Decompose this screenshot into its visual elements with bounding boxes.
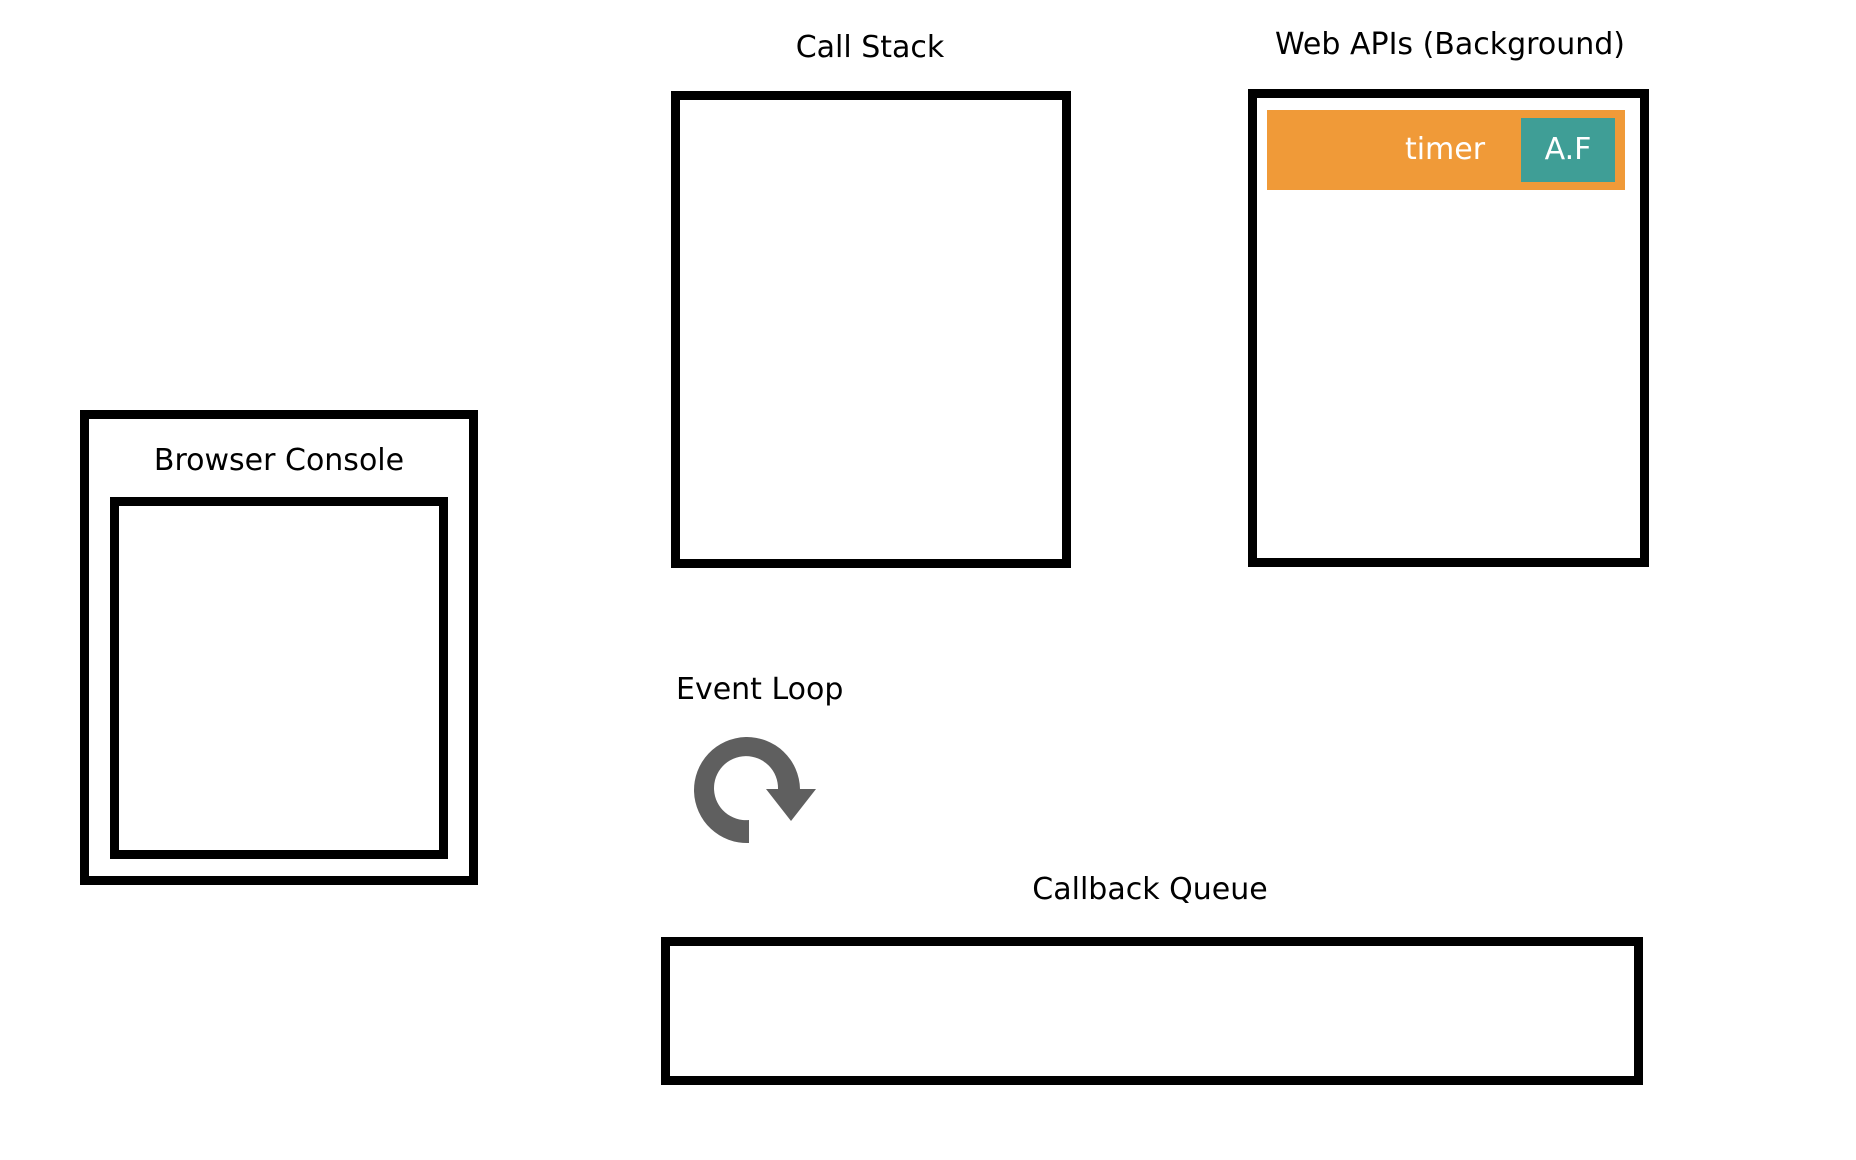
callback-queue-box [661, 937, 1643, 1085]
web-apis-title: Web APIs (Background) [1275, 27, 1625, 62]
browser-console-title: Browser Console [153, 443, 405, 478]
event-loop-title: Event Loop [676, 672, 844, 707]
callback-chip-af: A.F [1521, 118, 1615, 182]
timer-label: timer [1404, 132, 1486, 167]
rotate-clockwise-icon [694, 737, 816, 844]
call-stack-title: Call Stack [795, 30, 945, 65]
call-stack-box [671, 91, 1071, 568]
callback-queue-title: Callback Queue [1032, 872, 1268, 907]
browser-console-output [110, 497, 448, 859]
